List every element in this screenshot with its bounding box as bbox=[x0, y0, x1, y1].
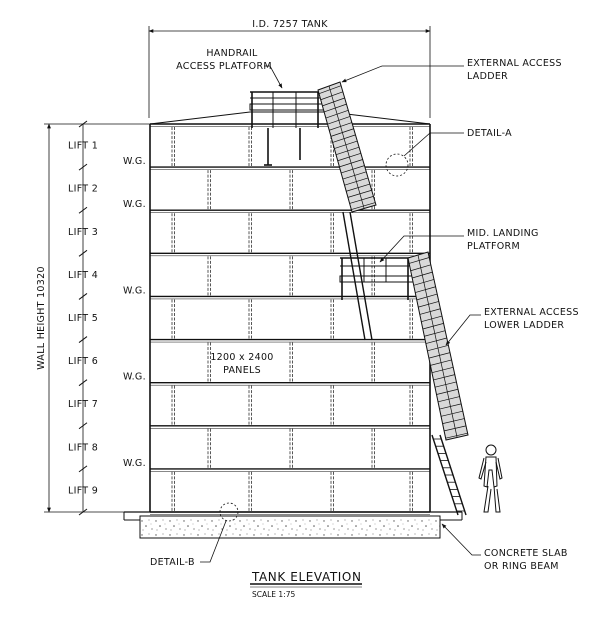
handrail-callout: HANDRAIL ACCESS PLATFORM bbox=[176, 48, 283, 89]
lift-dimension: LIFT 1 LIFT 2 LIFT 3 LIFT 4 LIFT 5 LIFT 6 LIFT… bbox=[68, 120, 146, 516]
lift-label: LIFT 7 bbox=[68, 399, 98, 410]
water-gauge-label: W.G. bbox=[123, 372, 146, 383]
lower-ladder-callout: EXTERNAL ACCESS LOWER LADDER bbox=[445, 307, 579, 346]
panels-callout: 1200 x 2400 PANELS bbox=[210, 352, 273, 376]
lift-label: LIFT 2 bbox=[68, 184, 98, 195]
lift-label: LIFT 3 bbox=[68, 227, 98, 238]
concrete-foundation bbox=[123, 511, 463, 539]
lift-label: LIFT 1 bbox=[68, 141, 98, 152]
detail-b-label: DETAIL-B bbox=[150, 557, 195, 568]
detail-a-label: DETAIL-A bbox=[467, 128, 512, 139]
lift-label: LIFT 8 bbox=[68, 442, 98, 453]
title-text: TANK ELEVATION bbox=[251, 570, 362, 584]
tank-diameter-dimension: I.D. 7257 TANK bbox=[148, 19, 431, 118]
drawing-title: TANK ELEVATION SCALE 1:75 bbox=[250, 570, 362, 599]
lower-ladder-label-2: LOWER LADDER bbox=[484, 320, 564, 331]
lift-label: LIFT 5 bbox=[68, 313, 98, 324]
tank-diameter-label: I.D. 7257 TANK bbox=[252, 19, 328, 30]
concrete-label-1: CONCRETE SLAB bbox=[484, 548, 568, 559]
mid-landing-callout: MID. LANDING PLATFORM bbox=[379, 228, 539, 263]
lift-label: LIFT 4 bbox=[68, 270, 98, 281]
panels-label-2: PANELS bbox=[223, 365, 261, 376]
handrail-label: HANDRAIL bbox=[206, 48, 258, 59]
panels-label-1: 1200 x 2400 bbox=[210, 352, 273, 363]
water-gauge-label: W.G. bbox=[123, 458, 146, 469]
external-access-ladder-upper bbox=[317, 81, 377, 341]
concrete-label-2: OR RING BEAM bbox=[484, 561, 559, 572]
detail-b-callout: DETAIL-B bbox=[150, 502, 239, 568]
scale-text: SCALE 1:75 bbox=[252, 590, 295, 599]
detail-a-callout: DETAIL-A bbox=[385, 128, 512, 177]
wall-height-dimension: WALL HEIGHT 10320 bbox=[36, 123, 150, 513]
water-gauge-label: W.G. bbox=[123, 199, 146, 210]
person-figure bbox=[478, 444, 503, 513]
tank-shell bbox=[149, 123, 431, 515]
access-platform-label: ACCESS PLATFORM bbox=[176, 61, 272, 72]
lift-label: LIFT 6 bbox=[68, 356, 98, 367]
mid-landing-label-2: PLATFORM bbox=[467, 241, 520, 252]
external-ladder-label-1: EXTERNAL ACCESS bbox=[467, 58, 562, 69]
lower-ladder-label-1: EXTERNAL ACCESS bbox=[484, 307, 579, 318]
external-ladder-callout: EXTERNAL ACCESS LADDER bbox=[341, 58, 562, 83]
tank-roof bbox=[149, 111, 431, 125]
lift-label: LIFT 9 bbox=[68, 485, 98, 496]
mid-landing-label-1: MID. LANDING bbox=[467, 228, 539, 239]
water-gauge-label: W.G. bbox=[123, 156, 146, 167]
external-ladder-label-2: LADDER bbox=[467, 71, 508, 82]
concrete-callout: CONCRETE SLAB OR RING BEAM bbox=[441, 523, 568, 572]
water-gauge-label: W.G. bbox=[123, 285, 146, 296]
external-access-lower-ladder bbox=[407, 251, 469, 516]
wall-height-label: WALL HEIGHT 10320 bbox=[36, 266, 47, 370]
